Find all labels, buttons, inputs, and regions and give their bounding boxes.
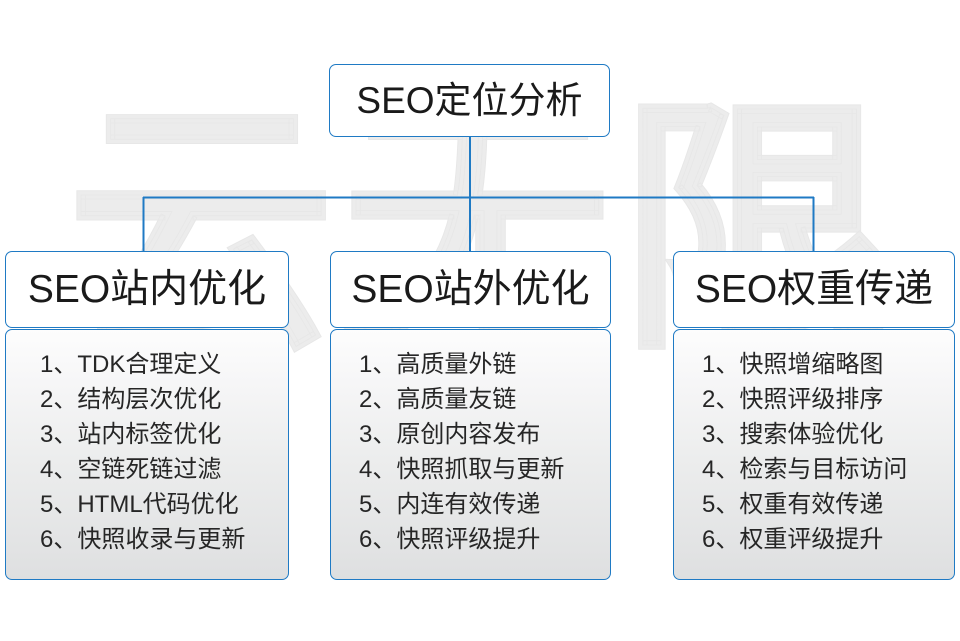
list-item: 3、搜索体验优化 [702, 421, 884, 448]
list-item: 2、高质量友链 [359, 386, 517, 413]
column-body-0: 1、TDK合理定义 2、结构层次优化 3、站内标签优化 4、空链死链过滤 5、H… [5, 329, 289, 580]
column-seo-offsite: SEO站外优化 1、高质量外链 2、高质量友链 3、原创内容发布 4、快照抓取与… [330, 251, 611, 580]
column-seo-onsite: SEO站内优化 1、TDK合理定义 2、结构层次优化 3、站内标签优化 4、空链… [5, 251, 289, 580]
list-item: 5、权重有效传递 [702, 491, 884, 518]
list-item: 3、原创内容发布 [359, 421, 541, 448]
list-item: 3、站内标签优化 [40, 421, 222, 448]
root-node[interactable]: SEO定位分析 [329, 64, 610, 137]
column-header-2[interactable]: SEO权重传递 [673, 251, 955, 328]
column-list-1: 1、高质量外链 2、高质量友链 3、原创内容发布 4、快照抓取与更新 5、内连有… [331, 347, 610, 557]
list-item: 4、快照抓取与更新 [359, 456, 565, 483]
list-item: 5、内连有效传递 [359, 491, 541, 518]
column-body-2: 1、快照增缩略图 2、快照评级排序 3、搜索体验优化 4、检索与目标访问 5、权… [673, 329, 955, 580]
root-node-title: SEO定位分析 [356, 80, 583, 121]
list-item: 6、快照收录与更新 [40, 526, 246, 553]
column-header-1[interactable]: SEO站外优化 [330, 251, 611, 328]
column-header-0[interactable]: SEO站内优化 [5, 251, 289, 328]
column-title-1: SEO站外优化 [351, 268, 590, 311]
list-item: 2、快照评级排序 [702, 386, 884, 413]
column-seo-weight-transfer: SEO权重传递 1、快照增缩略图 2、快照评级排序 3、搜索体验优化 4、检索与… [673, 251, 955, 580]
list-item: 6、权重评级提升 [702, 526, 884, 553]
list-item: 4、检索与目标访问 [702, 456, 908, 483]
list-item: 2、结构层次优化 [40, 386, 222, 413]
list-item: 6、快照评级提升 [359, 526, 541, 553]
column-body-1: 1、高质量外链 2、高质量友链 3、原创内容发布 4、快照抓取与更新 5、内连有… [330, 329, 611, 580]
column-list-0: 1、TDK合理定义 2、结构层次优化 3、站内标签优化 4、空链死链过滤 5、H… [6, 347, 288, 557]
column-list-2: 1、快照增缩略图 2、快照评级排序 3、搜索体验优化 4、检索与目标访问 5、权… [674, 347, 954, 557]
list-item: 4、空链死链过滤 [40, 456, 222, 483]
column-title-0: SEO站内优化 [27, 268, 267, 311]
column-title-2: SEO权重传递 [694, 268, 934, 311]
list-item: 1、TDK合理定义 [40, 351, 222, 378]
list-item: 1、高质量外链 [359, 351, 517, 378]
list-item: 5、HTML代码优化 [40, 491, 239, 518]
list-item: 1、快照增缩略图 [702, 351, 884, 378]
